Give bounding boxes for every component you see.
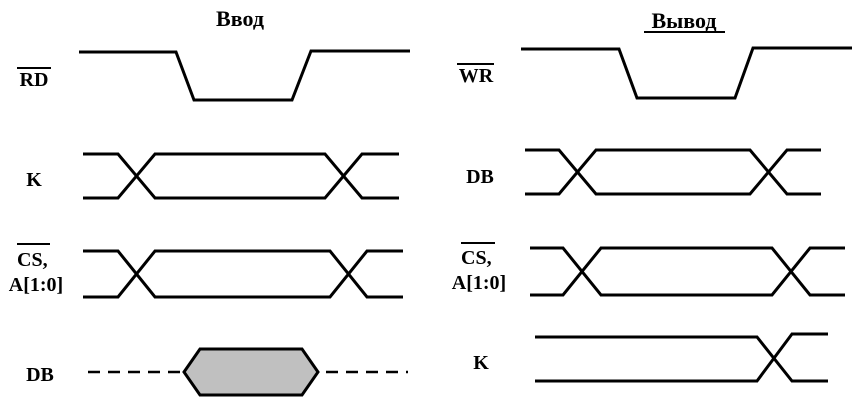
input-cs-waveform-bottom (83, 249, 403, 299)
output-db-waveform-bottom (525, 148, 821, 196)
output-k-waveform-bottom (535, 332, 828, 383)
output-wr-label: WR (459, 65, 494, 87)
output-db-label: DB (466, 166, 494, 188)
input-addr-label: A[1:0] (9, 274, 63, 296)
input-db-valid-data (182, 347, 320, 397)
output-cs-waveform-top (530, 246, 845, 297)
output-wr-waveform (521, 46, 852, 100)
input-rd-waveform (79, 49, 410, 102)
output-addr-label: A[1:0] (452, 272, 506, 294)
input-cs-waveform-top (83, 249, 403, 299)
output-db-waveform-top (525, 148, 821, 196)
output-title: Вывод (651, 8, 716, 33)
output-cs-label: CS, (461, 247, 492, 269)
input-title: Ввод (216, 6, 264, 31)
input-rd-label: RD (20, 69, 49, 91)
input-k-waveform-top (83, 152, 399, 200)
input-db-label: DB (26, 364, 54, 386)
input-cs-label: CS, (17, 249, 48, 271)
input-k-label: K (26, 169, 42, 191)
output-k-label: K (473, 352, 489, 374)
output-cs-waveform-bottom (530, 246, 845, 297)
input-k-waveform-bottom (83, 152, 399, 200)
